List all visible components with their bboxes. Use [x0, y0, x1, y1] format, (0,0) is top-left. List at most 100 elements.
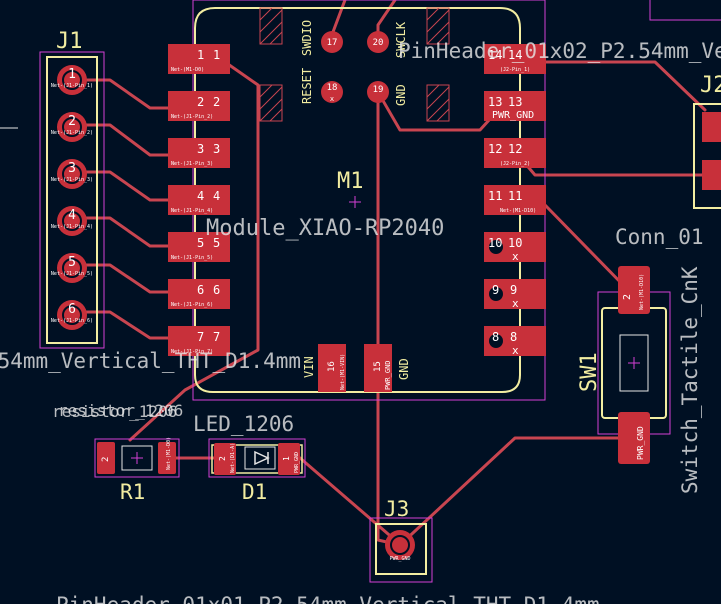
m1-pad-14[interactable]: 14 14 (J2-Pin_1) — [484, 44, 546, 74]
svg-text:3: 3 — [197, 142, 204, 156]
m1-reference: M1 — [337, 169, 364, 194]
j3-silkscreen — [375, 523, 427, 575]
d1-value: LED_1206 — [193, 412, 294, 436]
resistor-r1[interactable]: 2 Net-(M1-D0) R1 resistor_1206 resistor_… — [52, 401, 183, 504]
sw1-pad-gnd[interactable]: PWR_GND — [618, 412, 650, 464]
r1-reference: R1 — [120, 480, 145, 504]
svg-text:x: x — [512, 344, 519, 357]
svg-text:2: 2 — [68, 114, 76, 129]
diode-symbol-icon — [254, 450, 270, 466]
svg-text:6: 6 — [213, 283, 220, 297]
svg-text:4: 4 — [197, 189, 204, 203]
svg-text:Net-(M1-D10): Net-(M1-D10) — [500, 208, 536, 214]
d1-silkscreen — [211, 444, 303, 474]
sw1-anchor-cross — [628, 357, 640, 369]
svg-text:x: x — [330, 95, 334, 103]
j3-pin-1[interactable]: PWR_GND — [385, 530, 415, 562]
svg-text:Net-(J1-Pin_6): Net-(J1-Pin_6) — [171, 302, 213, 308]
swd-pad-18[interactable]: 18 x — [321, 81, 343, 103]
svg-text:12: 12 — [508, 142, 522, 156]
j3-courtyard — [369, 517, 433, 583]
d1-body — [244, 446, 276, 470]
swd-pad-17[interactable]: 17 — [321, 31, 343, 53]
svg-text:14: 14 — [508, 48, 522, 62]
j1-courtyard — [39, 51, 105, 349]
trace-j2-pin1 — [516, 60, 707, 112]
svg-text:Net-(J1-Pin_2): Net-(J1-Pin_2) — [51, 130, 93, 136]
m1-anchor-cross — [349, 196, 361, 208]
j2-pin-1[interactable] — [702, 112, 721, 142]
m1-value: Module_XIAO-RP2040 — [206, 216, 444, 241]
j3-reference: J3 — [384, 497, 409, 521]
swd-pad-19[interactable]: 19 — [367, 81, 389, 103]
trace-j3-sw1 — [398, 436, 630, 547]
m1-pad-15[interactable]: 15 PWR_GND — [364, 344, 392, 392]
copper-traces — [73, 0, 721, 547]
svg-text:Net-(J1-Pin_3): Net-(J1-Pin_3) — [51, 177, 93, 183]
svg-text:6: 6 — [197, 283, 204, 297]
svg-text:14: 14 — [488, 48, 502, 62]
d1-pad-1[interactable]: 1 PWR_GND — [278, 443, 300, 475]
j2-pin-2[interactable] — [702, 160, 721, 190]
svg-text:PWR_GND: PWR_GND — [389, 556, 410, 562]
j1-silkscreen — [46, 56, 98, 344]
svg-text:13: 13 — [508, 95, 522, 109]
j2-reference: J2 — [700, 73, 721, 98]
sw1-body — [619, 334, 649, 392]
svg-text:1: 1 — [213, 48, 220, 62]
r1-value: resistor_1206 — [52, 402, 177, 421]
r1-pad-2[interactable]: 2 — [97, 442, 115, 474]
sw1-value: Switch_Tactile_CnK — [678, 266, 702, 494]
swd-pad-20[interactable]: 20 — [367, 31, 389, 53]
svg-text:3: 3 — [68, 161, 76, 176]
d1-reference: D1 — [242, 480, 267, 504]
r1-anchor-cross — [131, 452, 143, 464]
led-d1[interactable]: 2 Net-(D1-A) 1 PWR_GND D1 LED_1206 — [193, 412, 306, 504]
m1-pad-16[interactable]: 16 Net-(M1-VIN) — [318, 344, 346, 392]
svg-text:Net-(M1-D10): Net-(M1-D10) — [639, 274, 645, 310]
svg-text:Net-(J1-Pin_4): Net-(J1-Pin_4) — [171, 208, 213, 214]
svg-text:2: 2 — [197, 95, 204, 109]
svg-text:5: 5 — [213, 236, 220, 250]
svg-text:(J2-Pin_1): (J2-Pin_1) — [500, 67, 530, 73]
sw1-pad-2[interactable]: 2 Net-(M1-D10) — [618, 266, 650, 314]
svg-text:1: 1 — [197, 48, 204, 62]
m1-silkscreen-outline — [194, 7, 521, 393]
m1-hatch-areas — [259, 7, 450, 122]
svg-text:1: 1 — [68, 67, 76, 82]
header-j2[interactable]: J2 PinHeader_01x02_P2.54mm_Vertical Conn… — [398, 0, 721, 249]
header-j3[interactable]: PWR_GND J3 PinHeader_01x01_P2.54mm_Verti… — [56, 497, 600, 604]
switch-sw1[interactable]: 2 Net-(M1-D10) PWR_GND SW1 Switch_Tactil… — [577, 266, 702, 494]
label-reset: RESET — [300, 68, 314, 104]
svg-text:Net-(J1-Pin_5): Net-(J1-Pin_5) — [51, 271, 93, 277]
j2-silkscreen — [693, 103, 721, 209]
svg-text:PWR_GND: PWR_GND — [294, 452, 300, 473]
r1-pad-1[interactable]: Net-(M1-D0) — [158, 437, 176, 474]
svg-text:2: 2 — [101, 457, 111, 462]
svg-text:PWR_GND: PWR_GND — [492, 110, 534, 121]
svg-text:15: 15 — [373, 361, 383, 372]
d1-pad-2[interactable]: 2 Net-(D1-A) — [214, 443, 236, 475]
